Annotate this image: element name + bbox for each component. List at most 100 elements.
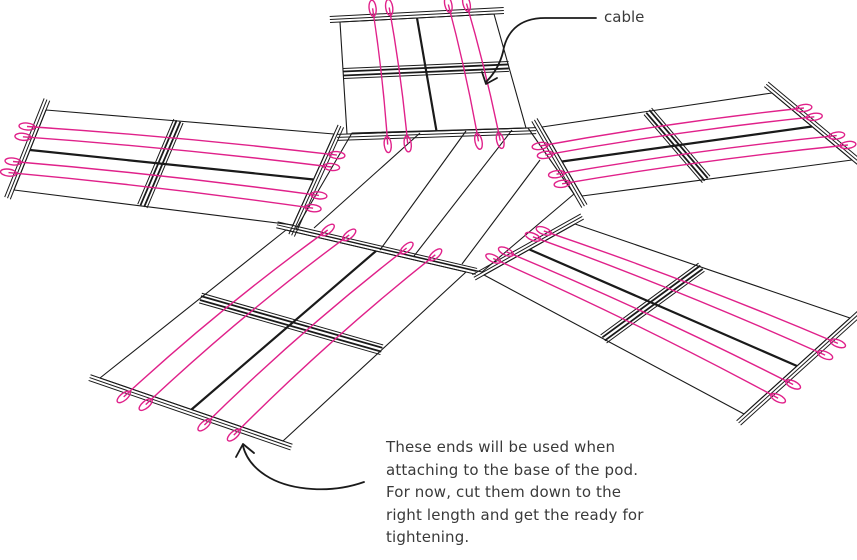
- cable-ends-note: These ends will be used when attaching t…: [386, 436, 826, 549]
- panel-top-edge-rail: [329, 12, 505, 24]
- panel-top-cable-knot: [403, 135, 413, 153]
- panel-front-left: [88, 221, 478, 451]
- panel-left-cable: [12, 160, 319, 197]
- note-pointer-arrowhead: [235, 443, 255, 458]
- panel-left-divider: [29, 148, 314, 181]
- panel-front-right-edge-rail: [475, 218, 584, 281]
- panel-front-left-cross-band: [200, 295, 383, 349]
- panel-right-edge-rail: [764, 86, 857, 165]
- panel-front-right-cable-knot: [816, 349, 834, 361]
- panel-front-left-cable-knot: [428, 248, 443, 262]
- panel-left-edge-rail: [7, 99, 48, 199]
- panel-front-right-cable-knot: [784, 379, 802, 390]
- panel-front-left-edge-rail: [88, 379, 291, 451]
- panel-right-cable: [556, 134, 837, 175]
- panel-front-left-cable-knot: [399, 241, 414, 255]
- note-line: These ends will be used when: [386, 438, 616, 456]
- panel-top-divider: [415, 17, 438, 132]
- panel-front-left-cable-knot: [226, 428, 241, 442]
- panel-front-right-cross-band: [600, 262, 699, 336]
- panel-left-cable: [26, 125, 337, 156]
- panel-front-right-edge-rail: [740, 319, 857, 426]
- floor-seam: [313, 132, 421, 229]
- panel-left-cable-knot: [322, 162, 341, 172]
- cable-pointer-line: [485, 17, 597, 83]
- panel-front-right-cable-knot: [497, 246, 515, 257]
- panel-top-edge-rail: [329, 9, 504, 21]
- panel-right-edge-rail: [533, 119, 585, 207]
- panel-right-edge-rail: [767, 81, 857, 158]
- panel-right-edge-rail: [531, 121, 583, 208]
- panel-front-left-cross-band: [199, 299, 382, 353]
- panel-front-left-cable: [123, 229, 329, 398]
- panel-left: [4, 98, 345, 237]
- panel-left-cross-band: [146, 122, 184, 209]
- panel-right-cable-knot: [805, 112, 823, 122]
- panel-front-right-edge-rail: [736, 310, 857, 422]
- panel-front-left-cable-knot: [138, 398, 153, 412]
- panel-front-left-cable: [145, 234, 350, 406]
- panel-top-edge-rail: [337, 133, 537, 141]
- panel-right-cable-knot: [553, 179, 571, 189]
- panel-front-right-cable: [492, 257, 779, 399]
- panel-front-left-edge-rail: [276, 227, 476, 275]
- panel-front-left-cross-band: [201, 292, 384, 346]
- panel-right-cross-band: [643, 114, 703, 184]
- panel-right-divider: [561, 125, 813, 163]
- panel-left-cable: [22, 136, 332, 168]
- panel-top-cable-knot: [384, 0, 394, 17]
- panel-right-cable-knot: [839, 140, 857, 150]
- panel-right-cable: [561, 144, 848, 185]
- panel-front-left-cable-knot: [197, 418, 212, 432]
- panel-top-cable-knot: [495, 132, 505, 150]
- panel-left-cable-knot: [304, 203, 322, 213]
- panel-top-cable-knot: [443, 0, 453, 14]
- panel-front-right-cable-knot: [485, 253, 502, 264]
- panel-top-edge-rail: [337, 130, 537, 138]
- panel-top-cable-knot: [473, 132, 484, 150]
- panel-right-cable-knot: [828, 131, 846, 140]
- panel-top-cable-knot: [461, 0, 472, 13]
- panel-left-cable-knot: [4, 157, 22, 166]
- note-pointer-line: [242, 445, 365, 491]
- panel-front-left-edge-rail: [90, 374, 293, 445]
- panel-left-cable-knot: [14, 132, 32, 142]
- panel-left-edge-rail: [4, 98, 45, 198]
- cable-label: cable: [604, 8, 645, 26]
- panel-left-cable-knot: [328, 150, 346, 160]
- panel-front-left-cable: [203, 247, 408, 426]
- panel-front-right: [472, 213, 857, 426]
- panel-left-cable-knot: [310, 191, 328, 200]
- panel-left-cross-band: [137, 118, 175, 205]
- panel-front-right-cross-band: [606, 270, 705, 344]
- panel-left-edge-rail: [9, 100, 51, 200]
- panel-front-right-edge-rail: [738, 315, 857, 424]
- floor-seam: [379, 130, 467, 251]
- panel-left-cable-knot: [18, 122, 36, 131]
- panel-front-left-edge-rail: [89, 377, 292, 448]
- panel-front-left-cable-knot: [320, 223, 335, 237]
- panel-front-right-cable-knot: [524, 231, 542, 242]
- panel-left-cable-knot: [0, 168, 18, 177]
- panel-left-edge-rail: [291, 125, 342, 236]
- panel-top-cable: [371, 8, 389, 145]
- note-line: attaching to the base of the pod.: [386, 460, 639, 479]
- panel-right-cable: [539, 107, 804, 147]
- panel-front-right-cable: [532, 236, 826, 356]
- panel-left-edge-rail: [288, 124, 339, 235]
- panel-front-left-cable: [233, 254, 436, 436]
- panel-front-right-cable-knot: [829, 338, 847, 349]
- panel-right-cable: [545, 116, 815, 156]
- panel-right-cable-knot: [547, 169, 566, 179]
- panel-top-cable-knot: [383, 135, 392, 154]
- panel-top-cable: [447, 4, 480, 142]
- panel-front-right-cable-knot: [770, 392, 787, 404]
- panel-top-cable-knot: [368, 0, 377, 17]
- cable-pointer-arrowhead: [481, 71, 498, 85]
- floor-seam: [413, 129, 513, 257]
- panel-right-cross-band: [651, 107, 711, 177]
- panel-front-left-divider: [190, 250, 377, 411]
- panel-front-left-cross-band: [198, 302, 381, 356]
